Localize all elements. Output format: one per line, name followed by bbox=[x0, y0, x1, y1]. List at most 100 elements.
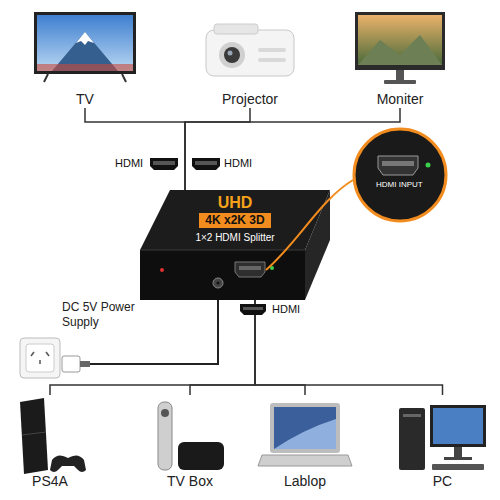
desktop-pc-illustration bbox=[430, 405, 486, 447]
tv-device: TV bbox=[30, 8, 140, 108]
node-text: 4K x2K 3D bbox=[199, 213, 270, 228]
hdmi-output-port bbox=[195, 161, 217, 165]
port-label: HDMI bbox=[115, 157, 143, 170]
node-text: PC bbox=[433, 473, 452, 490]
projector-device: Projector bbox=[195, 8, 305, 108]
hdmi-cable bbox=[255, 300, 443, 395]
source-device: Lablop bbox=[255, 395, 355, 490]
port-label: HDMI bbox=[272, 303, 300, 316]
power-supply-illustration bbox=[46, 352, 49, 356]
power-supply-illustration bbox=[20, 338, 60, 378]
projector-illustration bbox=[228, 51, 233, 56]
splitter-housing bbox=[160, 268, 164, 272]
tv-box-illustration bbox=[178, 442, 224, 470]
splitter-housing bbox=[140, 190, 330, 250]
monitor-illustration bbox=[355, 12, 445, 84]
zoom-callout bbox=[378, 156, 418, 175]
hdmi-output-port bbox=[150, 158, 220, 170]
laptop-illustration bbox=[274, 419, 336, 449]
splitter-housing bbox=[217, 282, 220, 285]
projector-illustration bbox=[214, 24, 258, 34]
tv-illustration bbox=[44, 74, 48, 82]
tv-illustration bbox=[76, 32, 94, 45]
node-text: Lablop bbox=[284, 473, 326, 490]
console-illustration bbox=[20, 398, 48, 474]
power-supply: DC 5V Power Supply bbox=[20, 300, 140, 378]
desktop-pc-illustration bbox=[444, 457, 472, 460]
splitter-housing bbox=[140, 190, 330, 300]
zoom-callout bbox=[382, 161, 414, 166]
monitor-illustration bbox=[384, 80, 416, 84]
splitter-housing bbox=[239, 266, 261, 270]
power-supply-illustration bbox=[80, 361, 90, 367]
projector-illustration bbox=[258, 48, 286, 52]
splitter-housing bbox=[213, 278, 223, 288]
hdmi-cable bbox=[50, 300, 255, 395]
source-device: PS4A bbox=[10, 395, 90, 490]
monitor-device: Moniter bbox=[345, 8, 455, 108]
power-supply-illustration bbox=[26, 344, 54, 372]
node-text: Projector bbox=[222, 91, 278, 108]
projector-illustration bbox=[224, 47, 240, 63]
power-cable bbox=[140, 300, 218, 364]
tv-illustration bbox=[37, 64, 133, 71]
splitter-housing bbox=[140, 250, 305, 300]
hdmi-output-port bbox=[150, 158, 178, 170]
power-supply-illustration bbox=[62, 356, 80, 372]
node-text: 1×2 HDMI Splitter bbox=[195, 231, 274, 244]
zoom-callout bbox=[266, 180, 353, 270]
power-supply-illustration bbox=[39, 360, 41, 364]
port-label: HDMI bbox=[224, 157, 252, 170]
projector-illustration bbox=[206, 24, 294, 76]
laptop-illustration bbox=[270, 403, 340, 453]
console-illustration bbox=[22, 432, 46, 435]
hdmi-cable bbox=[185, 108, 250, 190]
node-text: TV Box bbox=[167, 473, 213, 490]
projector-illustration bbox=[219, 42, 245, 68]
node-text: Moniter bbox=[377, 91, 424, 108]
monitor-illustration bbox=[358, 15, 442, 65]
hdmi-input-port bbox=[243, 307, 263, 310]
splitter-housing bbox=[305, 190, 330, 300]
projector-illustration bbox=[258, 58, 286, 62]
hdmi-splitter: UHD4K x2K 3D1×2 HDMI Splitter bbox=[140, 190, 330, 300]
desktop-pc-illustration bbox=[432, 464, 484, 470]
node-text: DC 5V Power Supply bbox=[62, 300, 140, 330]
monitor-illustration bbox=[396, 70, 404, 80]
tv-illustration bbox=[34, 12, 136, 74]
splitter-housing bbox=[140, 250, 305, 251]
power-supply-illustration bbox=[20, 338, 140, 378]
tv-illustration bbox=[37, 15, 133, 71]
hdmi-input-port bbox=[240, 304, 266, 315]
desktop-pc-illustration bbox=[454, 447, 462, 457]
monitor-illustration bbox=[358, 35, 442, 65]
laptop-illustration bbox=[274, 407, 336, 449]
hdmi-output-port bbox=[153, 161, 175, 165]
hdmi-output-port bbox=[192, 158, 220, 170]
console-illustration bbox=[20, 398, 86, 474]
tv-box-illustration bbox=[158, 402, 172, 470]
tv-illustration bbox=[34, 12, 136, 82]
desktop-pc-illustration bbox=[399, 408, 425, 470]
hdmi-input-port bbox=[240, 304, 266, 315]
desktop-pc-illustration bbox=[433, 408, 483, 444]
callout-label: HDMI INPUT bbox=[376, 180, 423, 190]
tv-box-illustration bbox=[158, 402, 224, 470]
node-text: PS4A bbox=[32, 473, 68, 490]
power-supply-illustration bbox=[90, 363, 140, 365]
node-text: TV bbox=[76, 91, 94, 108]
power-supply-illustration bbox=[31, 352, 34, 356]
desktop-pc-illustration bbox=[399, 405, 486, 470]
hdmi-cable bbox=[85, 108, 185, 190]
tv-box-illustration bbox=[161, 409, 169, 417]
source-device: PC bbox=[395, 395, 490, 490]
console-illustration bbox=[50, 455, 86, 472]
projector-illustration bbox=[206, 30, 294, 76]
monitor-illustration bbox=[355, 12, 445, 70]
splitter-housing bbox=[235, 262, 265, 277]
source-device: TV Box bbox=[150, 395, 230, 490]
laptop-illustration bbox=[258, 403, 352, 466]
zoom-callout bbox=[426, 163, 431, 168]
